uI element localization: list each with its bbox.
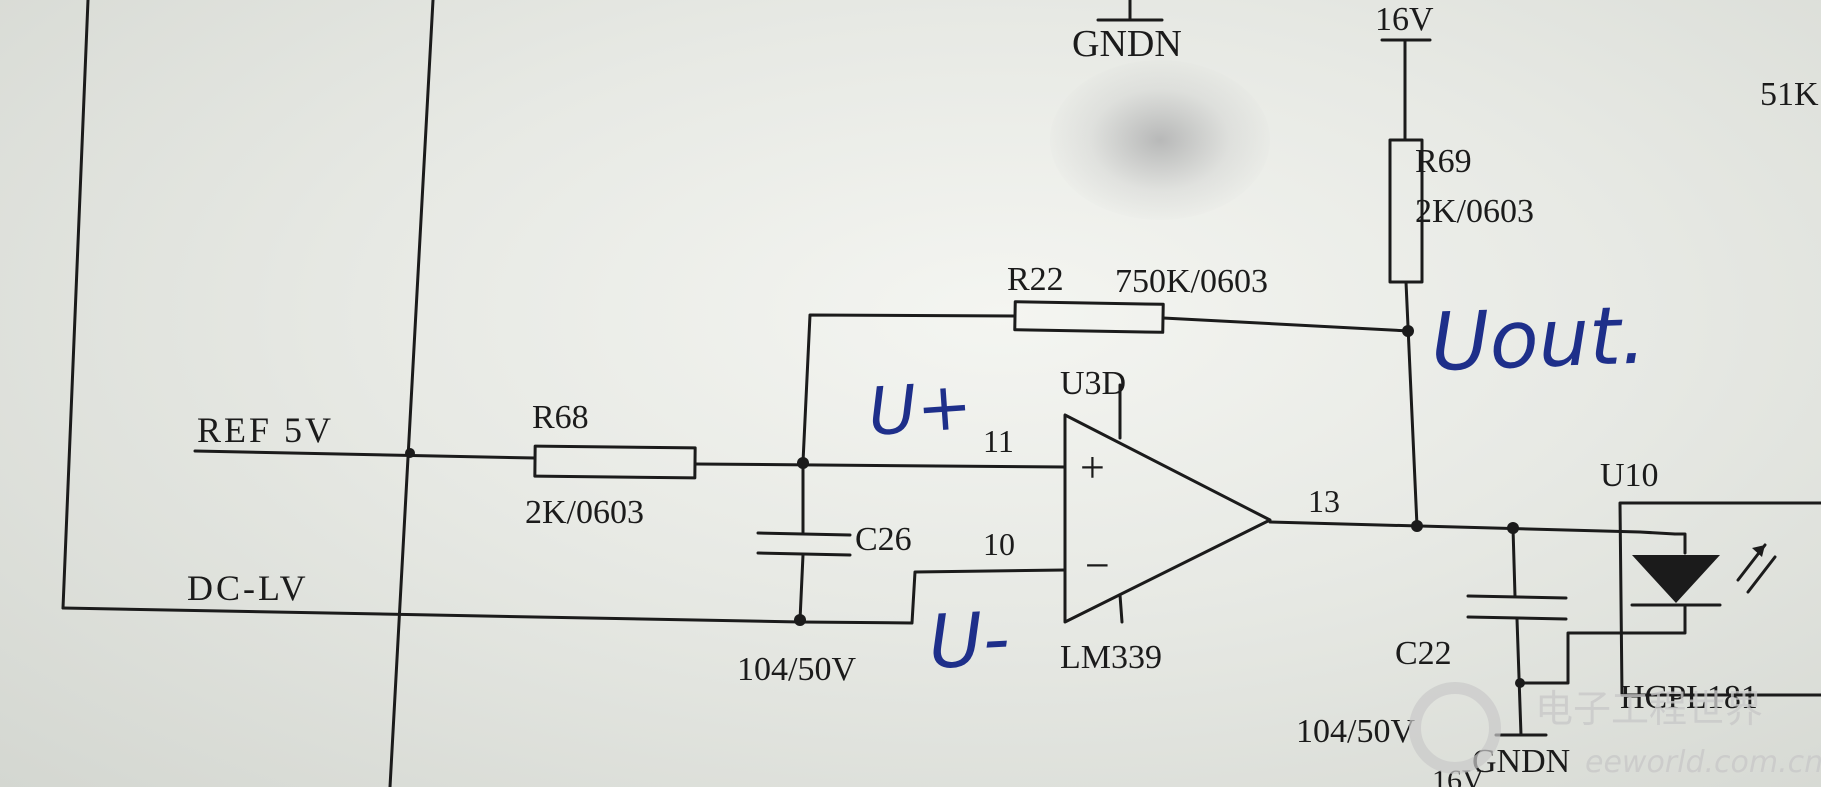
watermark-url: eeworld.com.cn [1585, 745, 1821, 780]
wire-c22-top [1511, 526, 1517, 598]
handwritten-uout: Uout. [1429, 289, 1647, 389]
r69-value: 2K/0603 [1415, 193, 1534, 230]
resistor-r22 [1013, 300, 1165, 334]
net-16v: 16V [1375, 1, 1434, 38]
opamp-minus-sign: − [1085, 541, 1110, 590]
pin-10: 10 [983, 526, 1015, 562]
opamp-u3d-body [1063, 413, 1272, 624]
u3d-ref: U3D [1060, 365, 1126, 402]
junction-plus [797, 457, 809, 469]
capacitor-c26-plate-top [756, 531, 852, 537]
c26-value: 104/50V [737, 651, 856, 688]
junction-out-r69 [1402, 325, 1414, 337]
wire-c26-bottom [798, 553, 805, 622]
watermark-cn: 电子工程世界 [1535, 687, 1763, 731]
net-dc-lv: DC-LV [187, 568, 309, 608]
handwritten-uminus: U- [926, 596, 1011, 686]
wire-ref-5v [193, 449, 537, 460]
r69-ref: R69 [1415, 143, 1472, 180]
led-arrowhead-1 [1752, 545, 1765, 557]
c22-ref: C22 [1395, 635, 1452, 672]
junction-c22-bottom [1515, 678, 1525, 688]
border-line-inner [388, 0, 435, 787]
wire-to-u10 [1638, 530, 1677, 536]
wire-r22-to-out [1161, 316, 1412, 333]
resistor-r68 [533, 444, 697, 480]
r22-value: 750K/0603 [1115, 263, 1268, 300]
junction-ref [405, 448, 415, 458]
wire-minus-input [798, 568, 1067, 625]
net-ref-5v: REF 5V [197, 410, 334, 450]
wire-feedback-vertical [801, 313, 1017, 464]
net-51k-partial: 51K [1760, 76, 1819, 113]
u10-part: HCPL181 [1620, 679, 1758, 716]
wire-led-cathode [1519, 603, 1687, 685]
opamp-plus-sign: + [1080, 443, 1105, 492]
optocoupler-u10-box [1618, 501, 1821, 697]
r22-ref: R22 [1007, 261, 1064, 298]
u3d-part: LM339 [1060, 639, 1162, 676]
junction-output [1411, 520, 1423, 532]
junction-c22 [1507, 522, 1519, 534]
r68-ref: R68 [532, 399, 589, 436]
paper-fold-shadow [1050, 60, 1270, 220]
c26-ref: C26 [855, 521, 912, 558]
r68-value: 2K/0603 [525, 494, 644, 531]
wire-c22-bottom [1515, 617, 1523, 737]
wire-r69-to-output [1404, 280, 1419, 528]
border-line-left [61, 0, 90, 610]
led-arrow-2 [1746, 555, 1777, 594]
led-triangle [1632, 555, 1720, 603]
pin-11: 11 [983, 423, 1014, 459]
pin-13: 13 [1308, 483, 1340, 519]
wire-output [1268, 520, 1642, 534]
wire-dc-lv [61, 606, 802, 624]
u10-ref: U10 [1600, 457, 1659, 494]
opamp-u3d-bottom-pin [1118, 593, 1124, 624]
capacitor-c22-plate-top [1466, 594, 1568, 600]
wire-led-anode [1673, 532, 1687, 555]
watermark-logo: 电子工程世界 eeworld.com.cn [1409, 682, 1821, 780]
net-gnd-top: GNDN [1072, 23, 1182, 65]
handwritten-uplus: U+ [866, 367, 975, 451]
junction-dc [794, 614, 806, 626]
wire-r68-to-plus [693, 462, 1067, 469]
c22-value: 104/50V [1296, 713, 1415, 750]
